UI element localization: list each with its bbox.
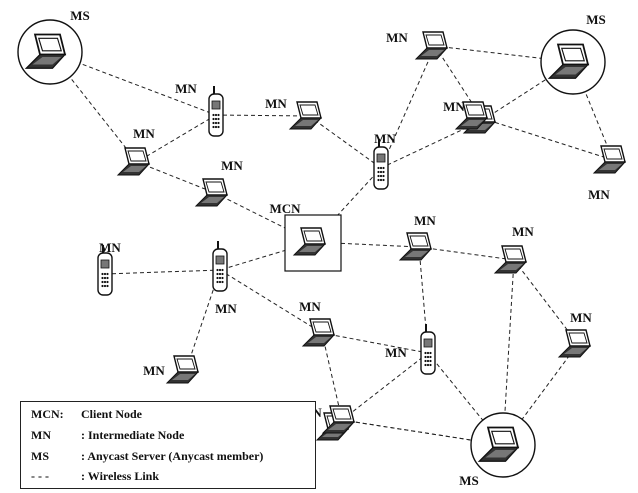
laptop-node: MN: [494, 224, 534, 274]
legend-row-mn: MN: Intermediate Node: [31, 428, 185, 442]
laptop-icon: [415, 31, 448, 60]
laptop-node: MN: [265, 96, 322, 130]
mn-label: MN: [385, 345, 407, 360]
mn-label: MN: [512, 224, 534, 239]
wireless-link: [215, 114, 310, 117]
mn-label: MN: [221, 158, 243, 173]
wireless-link: [418, 246, 515, 261]
wireless-link: [136, 161, 216, 194]
anycast-server-node: MS: [17, 8, 90, 85]
wireless-link: [474, 115, 614, 161]
laptop-node: MN: [386, 30, 448, 60]
laptop-icon: [494, 245, 527, 274]
laptop-node: MN: [299, 299, 335, 347]
laptop-icon: [166, 355, 199, 384]
legend-row-link: - - -: Wireless Link: [31, 469, 160, 483]
wireless-link: [341, 352, 429, 421]
wireless-link: [321, 332, 343, 421]
mn-label: MN: [443, 99, 465, 114]
laptop-icon: [558, 329, 591, 358]
mobile-phone-node: MN: [212, 240, 237, 316]
mobile-phone-icon: [420, 323, 436, 375]
wireless-link: [418, 246, 429, 354]
mn-label: MN: [99, 240, 121, 255]
mn-label: MN: [414, 213, 436, 228]
mn-label: MN: [588, 187, 610, 202]
laptop-icon: [593, 145, 626, 174]
mobile-phone-node: MN: [97, 240, 121, 296]
laptop-icon: [302, 318, 335, 347]
laptop-node: MN: [399, 213, 436, 261]
mn-label: MN: [133, 126, 155, 141]
wireless-link: [482, 61, 574, 121]
laptop-node: MN: [117, 126, 155, 176]
mn-label: MN: [570, 310, 592, 325]
mn-label: MN: [175, 81, 197, 96]
client-node: MCN: [269, 201, 342, 272]
mcn-label: MCN: [269, 201, 301, 216]
ms-label: MS: [586, 12, 606, 27]
ms-label: MS: [70, 8, 90, 23]
anycast-server-node: MS: [459, 412, 536, 488]
ms-label: MS: [459, 473, 479, 488]
legend: MCN:Client Node MN: Intermediate Node MS…: [20, 401, 316, 489]
legend-row-ms: MS: Anycast Server (Anycast member): [31, 449, 264, 463]
mn-label: MN: [386, 30, 408, 45]
laptop-node: MN: [143, 355, 199, 384]
mobile-phone-icon: [373, 138, 389, 190]
laptop-node: MN: [558, 310, 592, 358]
laptop-icon: [117, 147, 150, 176]
mn-label: MN: [374, 131, 396, 146]
wireless-link: [104, 269, 221, 275]
laptop-node: MN: [195, 158, 243, 207]
mobile-phone-node: MN: [175, 81, 224, 137]
mn-label: MN: [299, 299, 321, 314]
wireless-link: [136, 114, 217, 163]
mn-label: MN: [215, 301, 237, 316]
wireless-link: [321, 332, 429, 354]
mn-label: MN: [265, 96, 287, 111]
wireless-link: [513, 259, 579, 345]
mn-label: MN: [143, 363, 165, 378]
mobile-phone-icon: [208, 85, 224, 137]
laptop-node: MN: [443, 99, 496, 134]
nodes: MS MS MS MCN MN MN MN MN MN MN MN MN MN MN MN MN MN MN MN M…: [17, 8, 626, 488]
wireless-link: [219, 269, 323, 334]
legend-row-mcn: MCN:Client Node: [31, 407, 142, 421]
mobile-phone-icon: [212, 240, 228, 292]
wireless-link: [308, 115, 382, 169]
mobile-phone-node: MN: [373, 131, 396, 190]
wireless-link: [380, 45, 436, 169]
laptop-node: MN: [588, 145, 626, 202]
mobile-phone-node: MN: [385, 323, 436, 375]
anycast-server-node: MS: [540, 12, 606, 95]
laptop-icon: [195, 178, 228, 207]
